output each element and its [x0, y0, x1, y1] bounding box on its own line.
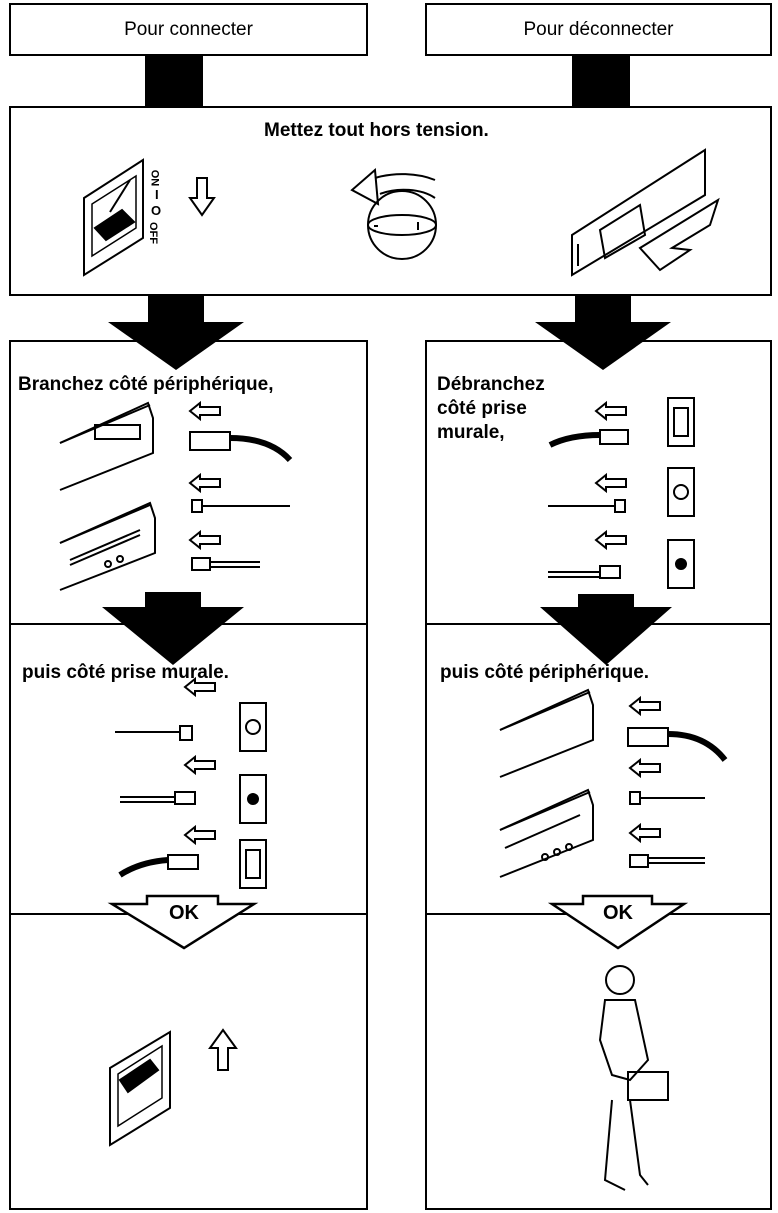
- connect-step2-text: puis côté prise murale.: [22, 662, 229, 683]
- disconnect-step2-devices: [499, 688, 594, 878]
- disconnect-step2-plugs: [627, 695, 728, 868]
- switch-o-label: O: [151, 203, 162, 218]
- disconnect-step1-sockets: [667, 397, 695, 589]
- disconnect-step1-line3: murale,: [437, 422, 505, 443]
- breaker-lever-icon: [571, 148, 720, 277]
- disconnect-step2-text: puis côté périphérique.: [440, 662, 650, 683]
- disconnect-header-connector: [572, 56, 630, 108]
- disconnect-final-panel: [425, 913, 772, 1210]
- disconnect-step1-line1: Débranchez: [437, 374, 545, 395]
- switch-off-label: OFF: [147, 222, 159, 244]
- rotary-knob-icon: [350, 167, 437, 260]
- flow-arrow-connect-1: [108, 296, 244, 370]
- connect-step1-devices: [59, 401, 156, 591]
- disconnect-ok-label: OK: [603, 902, 633, 924]
- flow-arrow-connect-2: [102, 592, 244, 665]
- walking-person-icon: [598, 965, 669, 1191]
- connect-header-connector: [145, 56, 203, 108]
- connect-step2-plugs: [115, 676, 216, 878]
- rocker-switch-on-icon: [109, 1028, 238, 1147]
- ok-arrow-connect: [107, 894, 259, 950]
- flow-arrows: [102, 296, 672, 665]
- connect-step1-panel: [9, 340, 368, 625]
- disconnect-step1-line2: côté prise: [437, 398, 527, 419]
- connect-step1-text: Branchez côté périphérique,: [18, 374, 274, 395]
- ok-arrow-disconnect: [547, 894, 689, 950]
- disconnect-step1-plugs: [548, 400, 629, 579]
- connect-ok-label: OK: [169, 902, 199, 924]
- disconnect-header: Pour déconnecter: [425, 3, 772, 56]
- flow-arrow-disconnect-2: [540, 594, 672, 665]
- rocker-switch-off-icon: [83, 158, 216, 277]
- disconnect-step2-panel: [425, 623, 772, 915]
- power-off-instruction: Mettez tout hors tension.: [264, 120, 489, 141]
- connect-header: Pour connecter: [9, 3, 368, 56]
- flow-arrow-disconnect-1: [535, 296, 671, 370]
- connect-step1-plugs: [188, 400, 293, 571]
- power-off-panel: [9, 106, 772, 296]
- connect-final-panel: [9, 913, 368, 1210]
- switch-i-label: I: [155, 187, 159, 202]
- connect-step2-sockets: [239, 702, 267, 889]
